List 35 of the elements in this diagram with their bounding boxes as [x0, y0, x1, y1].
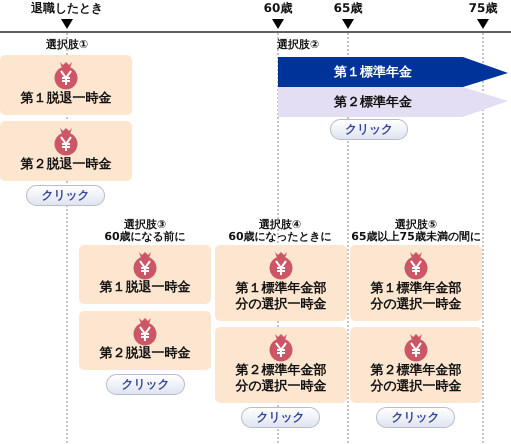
- click-button: クリック: [26, 185, 105, 206]
- option-box: [350, 245, 482, 321]
- option-box: [79, 311, 211, 370]
- option-box: [215, 245, 347, 321]
- timeline-label: 60歳: [264, 2, 292, 15]
- click-button: クリック: [106, 374, 185, 395]
- option-text: 第２脱退一時金: [98, 346, 192, 362]
- option-text: 第１脱退一時金: [98, 280, 192, 296]
- click-button: クリック: [376, 407, 455, 428]
- option-box: [0, 55, 132, 115]
- option-heading: 選択肢④: [258, 218, 302, 231]
- option-text: 第２標準年金部分の選択一時金: [369, 363, 462, 395]
- arrow-band: [278, 57, 508, 87]
- option-heading: 60歳になったときに: [228, 230, 332, 243]
- option-box: [350, 327, 482, 403]
- timeline-label: 75歳: [468, 2, 498, 15]
- option-heading: 65歳以上75歳未満の間に: [351, 230, 481, 243]
- option-box: [0, 121, 132, 181]
- click-button: クリック: [330, 119, 408, 140]
- option-text: 第１標準年金部分の選択一時金: [234, 281, 328, 313]
- timeline-label: 退職したとき: [31, 2, 103, 15]
- band-label: 第２標準年金: [333, 94, 413, 112]
- option-heading: 選択肢⑤: [394, 218, 438, 231]
- click-button: クリック: [241, 407, 320, 428]
- option-box: [215, 327, 347, 403]
- option-heading: 60歳になる前に: [104, 230, 186, 243]
- option-text: 第１標準年金部分の選択一時金: [369, 281, 462, 313]
- option-heading: 選択肢③: [124, 218, 166, 231]
- band-label: 第１標準年金: [333, 64, 413, 82]
- option-text: 第２標準年金部分の選択一時金: [234, 363, 328, 395]
- option-box: [79, 245, 211, 304]
- arrow-band: [278, 87, 508, 117]
- option-text: 第２脱退一時金: [20, 157, 112, 173]
- timeline-label: 65歳: [334, 2, 362, 15]
- option-text: 第１脱退一時金: [20, 91, 112, 107]
